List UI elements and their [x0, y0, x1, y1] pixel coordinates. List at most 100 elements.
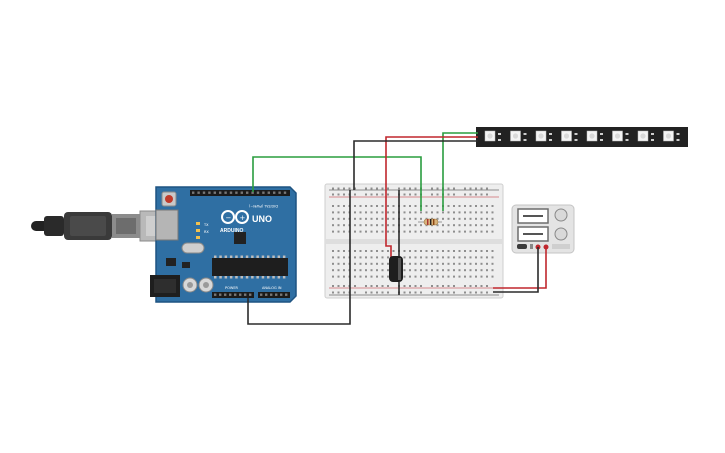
breadboard-hole[interactable] — [486, 230, 488, 233]
current-knob[interactable] — [554, 227, 568, 241]
breadboard-hole[interactable] — [469, 256, 472, 259]
breadboard-hole[interactable] — [359, 262, 362, 265]
breadboard-hole[interactable] — [491, 269, 494, 272]
breadboard-hole[interactable] — [491, 275, 494, 278]
breadboard-hole[interactable] — [343, 193, 345, 196]
header-pin[interactable] — [265, 293, 268, 296]
breadboard-hole[interactable] — [420, 269, 422, 272]
breadboard-hole[interactable] — [414, 250, 417, 252]
breadboard-hole[interactable] — [332, 285, 334, 287]
breadboard-hole[interactable] — [469, 211, 472, 214]
breadboard-hole[interactable] — [337, 193, 340, 196]
breadboard-hole[interactable] — [447, 230, 450, 233]
breadboard-hole[interactable] — [414, 217, 417, 220]
breadboard-hole[interactable] — [414, 211, 417, 214]
breadboard-hole[interactable] — [354, 269, 356, 272]
breadboard-hole[interactable] — [403, 285, 406, 287]
breadboard-hole[interactable] — [337, 269, 340, 272]
breadboard-hole[interactable] — [343, 285, 345, 287]
breadboard-hole[interactable] — [458, 256, 461, 259]
breadboard-hole[interactable] — [370, 275, 373, 278]
header-pin[interactable] — [235, 191, 238, 194]
header-pin[interactable] — [270, 293, 273, 296]
breadboard-hole[interactable] — [469, 250, 472, 252]
breadboard-hole[interactable] — [359, 224, 362, 227]
breadboard-hole[interactable] — [332, 205, 334, 207]
breadboard-hole[interactable] — [442, 230, 444, 233]
breadboard-hole[interactable] — [414, 230, 417, 233]
header-pin[interactable] — [208, 191, 211, 194]
breadboard-hole[interactable] — [486, 187, 488, 190]
breadboard-hole[interactable] — [392, 211, 395, 214]
breadboard-hole[interactable] — [480, 230, 483, 233]
breadboard-hole[interactable] — [453, 217, 455, 220]
breadboard-hole[interactable] — [370, 250, 373, 252]
breadboard-hole[interactable] — [365, 205, 367, 207]
breadboard-hole[interactable] — [453, 291, 455, 294]
breadboard-hole[interactable] — [365, 291, 367, 294]
breadboard-hole[interactable] — [376, 256, 378, 259]
breadboard-hole[interactable] — [381, 230, 384, 233]
breadboard-hole[interactable] — [420, 224, 422, 227]
breadboard-hole[interactable] — [486, 285, 488, 287]
breadboard-hole[interactable] — [376, 262, 378, 265]
breadboard-hole[interactable] — [354, 224, 356, 227]
breadboard-hole[interactable] — [458, 211, 461, 214]
breadboard-hole[interactable] — [359, 250, 362, 252]
breadboard-hole[interactable] — [469, 187, 472, 190]
breadboard-hole[interactable] — [425, 262, 428, 265]
breadboard-hole[interactable] — [475, 193, 477, 196]
breadboard-hole[interactable] — [469, 275, 472, 278]
header-pin[interactable] — [251, 191, 254, 194]
breadboard-hole[interactable] — [436, 230, 439, 233]
breadboard-hole[interactable] — [414, 256, 417, 259]
breadboard-hole[interactable] — [458, 217, 461, 220]
breadboard-hole[interactable] — [376, 275, 378, 278]
breadboard-hole[interactable] — [387, 256, 389, 259]
breadboard-hole[interactable] — [354, 205, 356, 207]
breadboard-hole[interactable] — [469, 217, 472, 220]
header-pin[interactable] — [239, 293, 242, 296]
breadboard-hole[interactable] — [486, 193, 488, 196]
breadboard-hole[interactable] — [381, 187, 384, 190]
breadboard-hole[interactable] — [458, 224, 461, 227]
breadboard-hole[interactable] — [332, 262, 334, 265]
breadboard-hole[interactable] — [447, 291, 450, 294]
breadboard-hole[interactable] — [387, 211, 389, 214]
breadboard-hole[interactable] — [376, 250, 378, 252]
breadboard-hole[interactable] — [392, 224, 395, 227]
breadboard-hole[interactable] — [442, 256, 444, 259]
breadboard-hole[interactable] — [376, 187, 378, 190]
breadboard-hole[interactable] — [447, 193, 450, 196]
breadboard-hole[interactable] — [409, 193, 411, 196]
header-pin[interactable] — [219, 191, 222, 194]
breadboard-hole[interactable] — [354, 285, 356, 287]
led-strip[interactable] — [476, 127, 688, 147]
breadboard-hole[interactable] — [442, 224, 444, 227]
breadboard-hole[interactable] — [365, 269, 367, 272]
breadboard-hole[interactable] — [442, 275, 444, 278]
breadboard-hole[interactable] — [431, 230, 433, 233]
breadboard-hole[interactable] — [370, 256, 373, 259]
breadboard-hole[interactable] — [409, 269, 411, 272]
breadboard-hole[interactable] — [436, 285, 439, 287]
breadboard-hole[interactable] — [414, 187, 417, 190]
breadboard-hole[interactable] — [376, 269, 378, 272]
breadboard-hole[interactable] — [475, 291, 477, 294]
breadboard-hole[interactable] — [464, 230, 466, 233]
header-pin[interactable] — [229, 293, 232, 296]
breadboard-hole[interactable] — [469, 224, 472, 227]
breadboard-hole[interactable] — [469, 291, 472, 294]
wire-rail-red[interactable] — [385, 197, 392, 266]
header-pin[interactable] — [219, 293, 222, 296]
breadboard-hole[interactable] — [376, 285, 378, 287]
breadboard-hole[interactable] — [447, 269, 450, 272]
breadboard-hole[interactable] — [475, 230, 477, 233]
breadboard-hole[interactable] — [425, 205, 428, 207]
breadboard-hole[interactable] — [458, 250, 461, 252]
breadboard-hole[interactable] — [359, 217, 362, 220]
breadboard-hole[interactable] — [464, 269, 466, 272]
breadboard-hole[interactable] — [436, 224, 439, 227]
wire-data-green[interactable] — [252, 156, 422, 211]
breadboard-hole[interactable] — [337, 224, 340, 227]
